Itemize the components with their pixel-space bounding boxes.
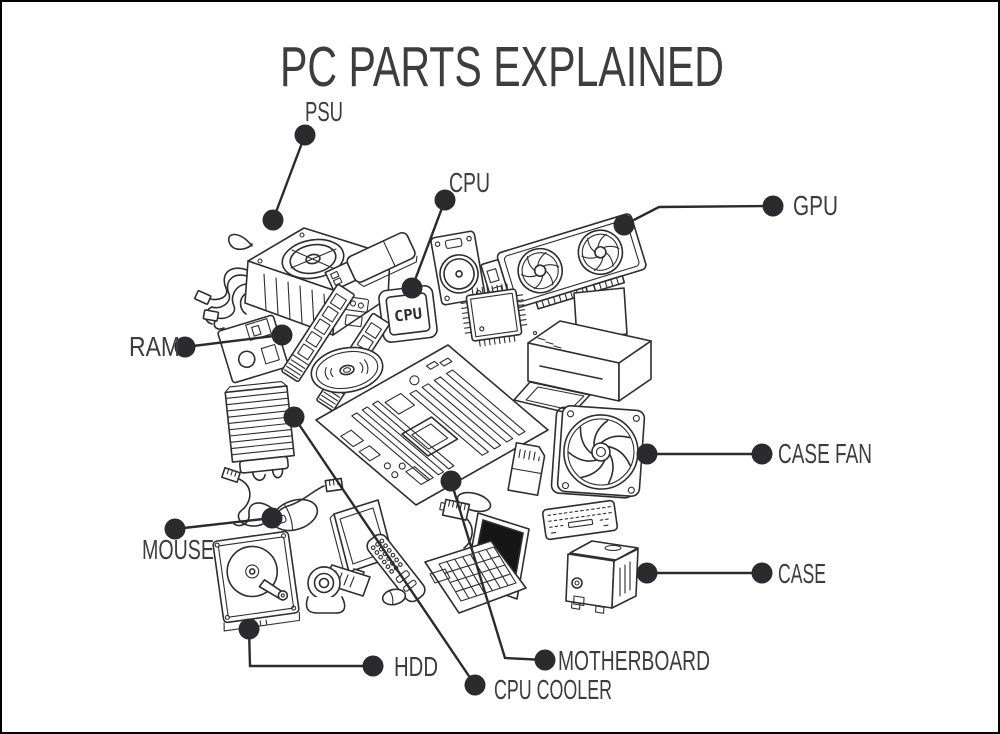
label-hdd: HDD: [394, 651, 438, 682]
label-gpu: GPU: [793, 190, 838, 221]
callout-cpu: [401, 189, 456, 299]
callout-mouse: [164, 507, 283, 540]
callout-cpu-cooler: [283, 406, 486, 696]
label-case-fan: CASE FAN: [778, 438, 872, 469]
cd-disc-illustration: [310, 346, 384, 394]
laptop-illustration: [424, 512, 530, 614]
mini-keyboard-illustration: [541, 499, 619, 541]
label-case: CASE: [778, 558, 826, 589]
cpu-chip-illustration: CPU: [378, 285, 438, 343]
small-mouse-illustration: [381, 588, 407, 606]
label-motherboard: MOTHERBOARD: [558, 645, 710, 676]
label-cpu: CPU: [449, 167, 490, 198]
sd-card-illustration: [507, 441, 546, 497]
qfp-chip-illustration: [460, 283, 528, 347]
callout-hdd: [238, 618, 384, 677]
callout-case: [636, 562, 773, 584]
page-title: PC PARTS EXPLAINED: [280, 35, 724, 99]
label-psu: PSU: [305, 96, 343, 127]
hard-drive-illustration: [212, 530, 301, 632]
motherboard-illustration: [315, 344, 549, 506]
usb-flash-drive-illustration: [324, 231, 418, 292]
cpu-heatsink-illustration: [224, 380, 295, 481]
webcam-illustration: [305, 565, 346, 614]
callout-case-fan: [636, 443, 773, 465]
callout-motherboard: [440, 470, 556, 671]
callout-ram: [174, 324, 293, 358]
callout-psu: [262, 124, 316, 231]
label-mouse: MOUSE: [142, 534, 214, 565]
cpu-chip-label: CPU: [393, 304, 423, 325]
case-fan-illustration: [550, 404, 646, 499]
pc-case-illustration: [565, 540, 639, 614]
printer-illustration: [513, 287, 652, 415]
floppy-disk-illustration: [217, 314, 289, 384]
label-cpu-cooler: CPU COOLER: [494, 674, 612, 705]
callout-gpu: [613, 195, 784, 236]
label-ram: RAM: [129, 331, 180, 362]
rj45-plug-illustration: [439, 491, 492, 549]
